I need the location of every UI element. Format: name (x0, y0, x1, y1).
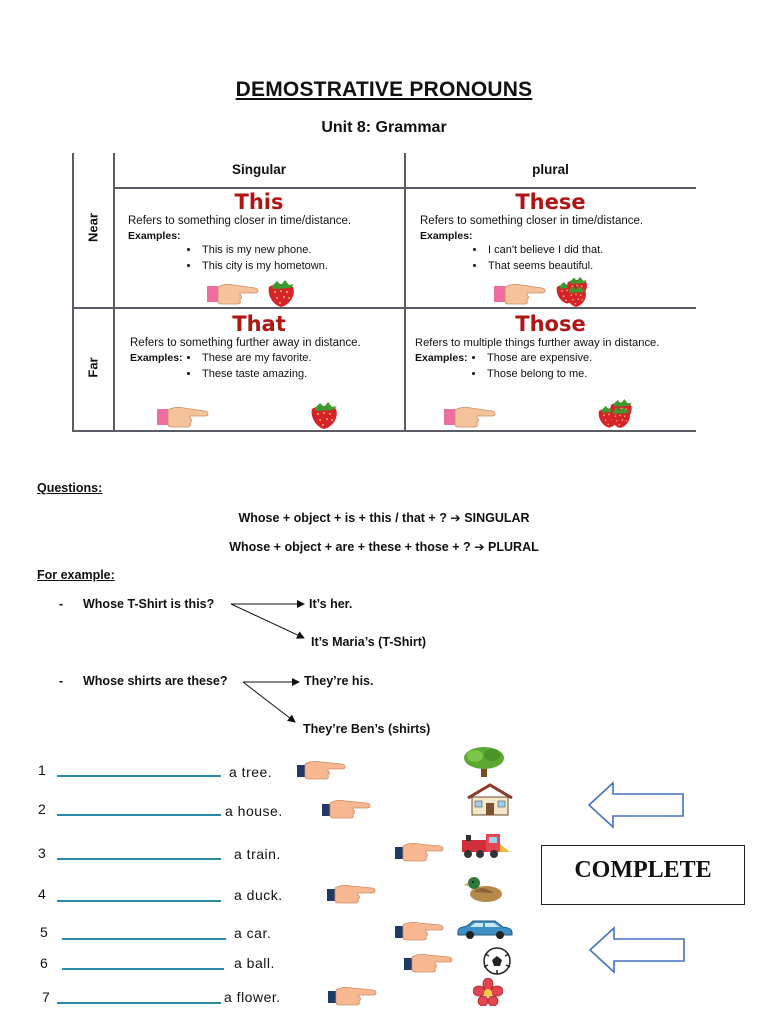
formula-plural: Whose + object + are + these + those + ?… (229, 540, 539, 554)
soccer-ball-icon (483, 947, 511, 975)
train-icon (462, 834, 510, 858)
examples-label: Examples: (130, 352, 183, 364)
example-item: These are my favorite. (200, 350, 404, 366)
pronoun-word: This (234, 190, 284, 214)
cell-near-singular: This Refers to something closer in time/… (114, 190, 404, 274)
example-item: Those belong to me. (485, 366, 696, 382)
item-text: a ball. (234, 955, 275, 971)
cell-near-plural: These Refers to something closer in time… (405, 190, 696, 274)
answer-blank[interactable] (57, 1002, 221, 1004)
item-text: a car. (234, 925, 272, 941)
pointing-hand-icon (395, 919, 445, 941)
examples-list: I can't believe I did that. That seems b… (405, 242, 696, 274)
answer-blank[interactable] (62, 968, 224, 970)
item-number: 3 (38, 845, 46, 861)
pronoun-word: That (232, 312, 286, 336)
item-number: 7 (42, 989, 50, 1005)
col-header-plural: plural (532, 162, 569, 177)
item-number: 6 (40, 955, 48, 971)
car-icon (457, 920, 513, 939)
examples-list: These are my favorite. These taste amazi… (114, 350, 404, 382)
answer-blank[interactable] (57, 775, 221, 777)
example-answer: It’s her. (309, 597, 353, 611)
answer-blank[interactable] (57, 900, 221, 902)
item-number: 4 (38, 886, 46, 902)
examples-list: This is my new phone. This city is my ho… (114, 242, 404, 274)
examples-label: Examples: (128, 230, 181, 242)
formula-singular: Whose + object + is + this / that + ? ➔ … (238, 511, 530, 525)
col-header-singular: Singular (231, 162, 286, 177)
pointing-hand-icon (297, 758, 347, 780)
pronoun-word: These (515, 190, 586, 214)
house-icon (467, 783, 513, 816)
item-number: 2 (38, 801, 46, 817)
arrow-left-icon (588, 926, 688, 974)
answer-arrows (230, 600, 305, 723)
pronoun-definition: Refers to something closer in time/dista… (128, 215, 352, 227)
example-item: Those are expensive. (485, 350, 696, 366)
example-answer: They’re his. (304, 674, 374, 688)
pronoun-definition: Refers to something further away in dist… (130, 337, 361, 349)
examples-list: Those are expensive. Those belong to me. (405, 350, 696, 382)
example-item: That seems beautiful. (486, 258, 696, 274)
cell-far-singular: That Refers to something further away in… (114, 312, 404, 382)
item-text: a tree. (229, 764, 273, 780)
examples-label: Examples: (420, 230, 473, 242)
pointing-hand-icon (327, 882, 377, 904)
item-text: a duck. (234, 887, 283, 903)
example-question: Whose T-Shirt is this? (83, 597, 215, 611)
page-subtitle: Unit 8: Grammar (321, 119, 447, 136)
pointing-hand-icon (395, 840, 445, 862)
example-question: Whose shirts are these? (83, 674, 228, 688)
answer-blank[interactable] (62, 938, 226, 940)
item-text: a flower. (224, 989, 281, 1005)
pronoun-word: Those (515, 312, 586, 336)
item-text: a house. (225, 803, 283, 819)
questions-heading: Questions: (37, 481, 103, 495)
pointing-hand-icon (328, 984, 378, 1006)
answer-blank[interactable] (57, 858, 221, 860)
flower-icon (473, 978, 503, 1006)
duck-icon (464, 877, 502, 902)
example-dash: - (59, 597, 64, 611)
pronoun-definition: Refers to multiple things further away i… (415, 337, 660, 349)
pointing-hand-icon (404, 951, 454, 973)
example-item: This is my new phone. (200, 242, 404, 258)
for-example-heading: For example: (37, 568, 115, 582)
example-item: These taste amazing. (200, 366, 404, 382)
example-answer: It’s Maria’s (T-Shirt) (311, 635, 427, 649)
pronoun-definition: Refers to something closer in time/dista… (420, 215, 644, 227)
pointing-hand-icon (322, 797, 372, 819)
example-answer: They’re Ben’s (shirts) (303, 722, 431, 736)
item-text: a train. (234, 846, 281, 862)
examples-label: Examples: (415, 352, 468, 364)
example-item: I can't believe I did that. (486, 242, 696, 258)
answer-blank[interactable] (57, 814, 221, 816)
item-number: 1 (38, 762, 46, 778)
example-item: This city is my hometown. (200, 258, 404, 274)
page-title: DEMOSTRATIVE PRONOUNS (235, 78, 533, 101)
example-dash: - (59, 674, 64, 688)
tree-icon (464, 747, 504, 777)
arrow-left-icon (587, 781, 687, 829)
complete-label-box: COMPLETE (541, 845, 745, 905)
cell-far-plural: Those Refers to multiple things further … (405, 312, 696, 382)
item-number: 5 (40, 924, 48, 940)
